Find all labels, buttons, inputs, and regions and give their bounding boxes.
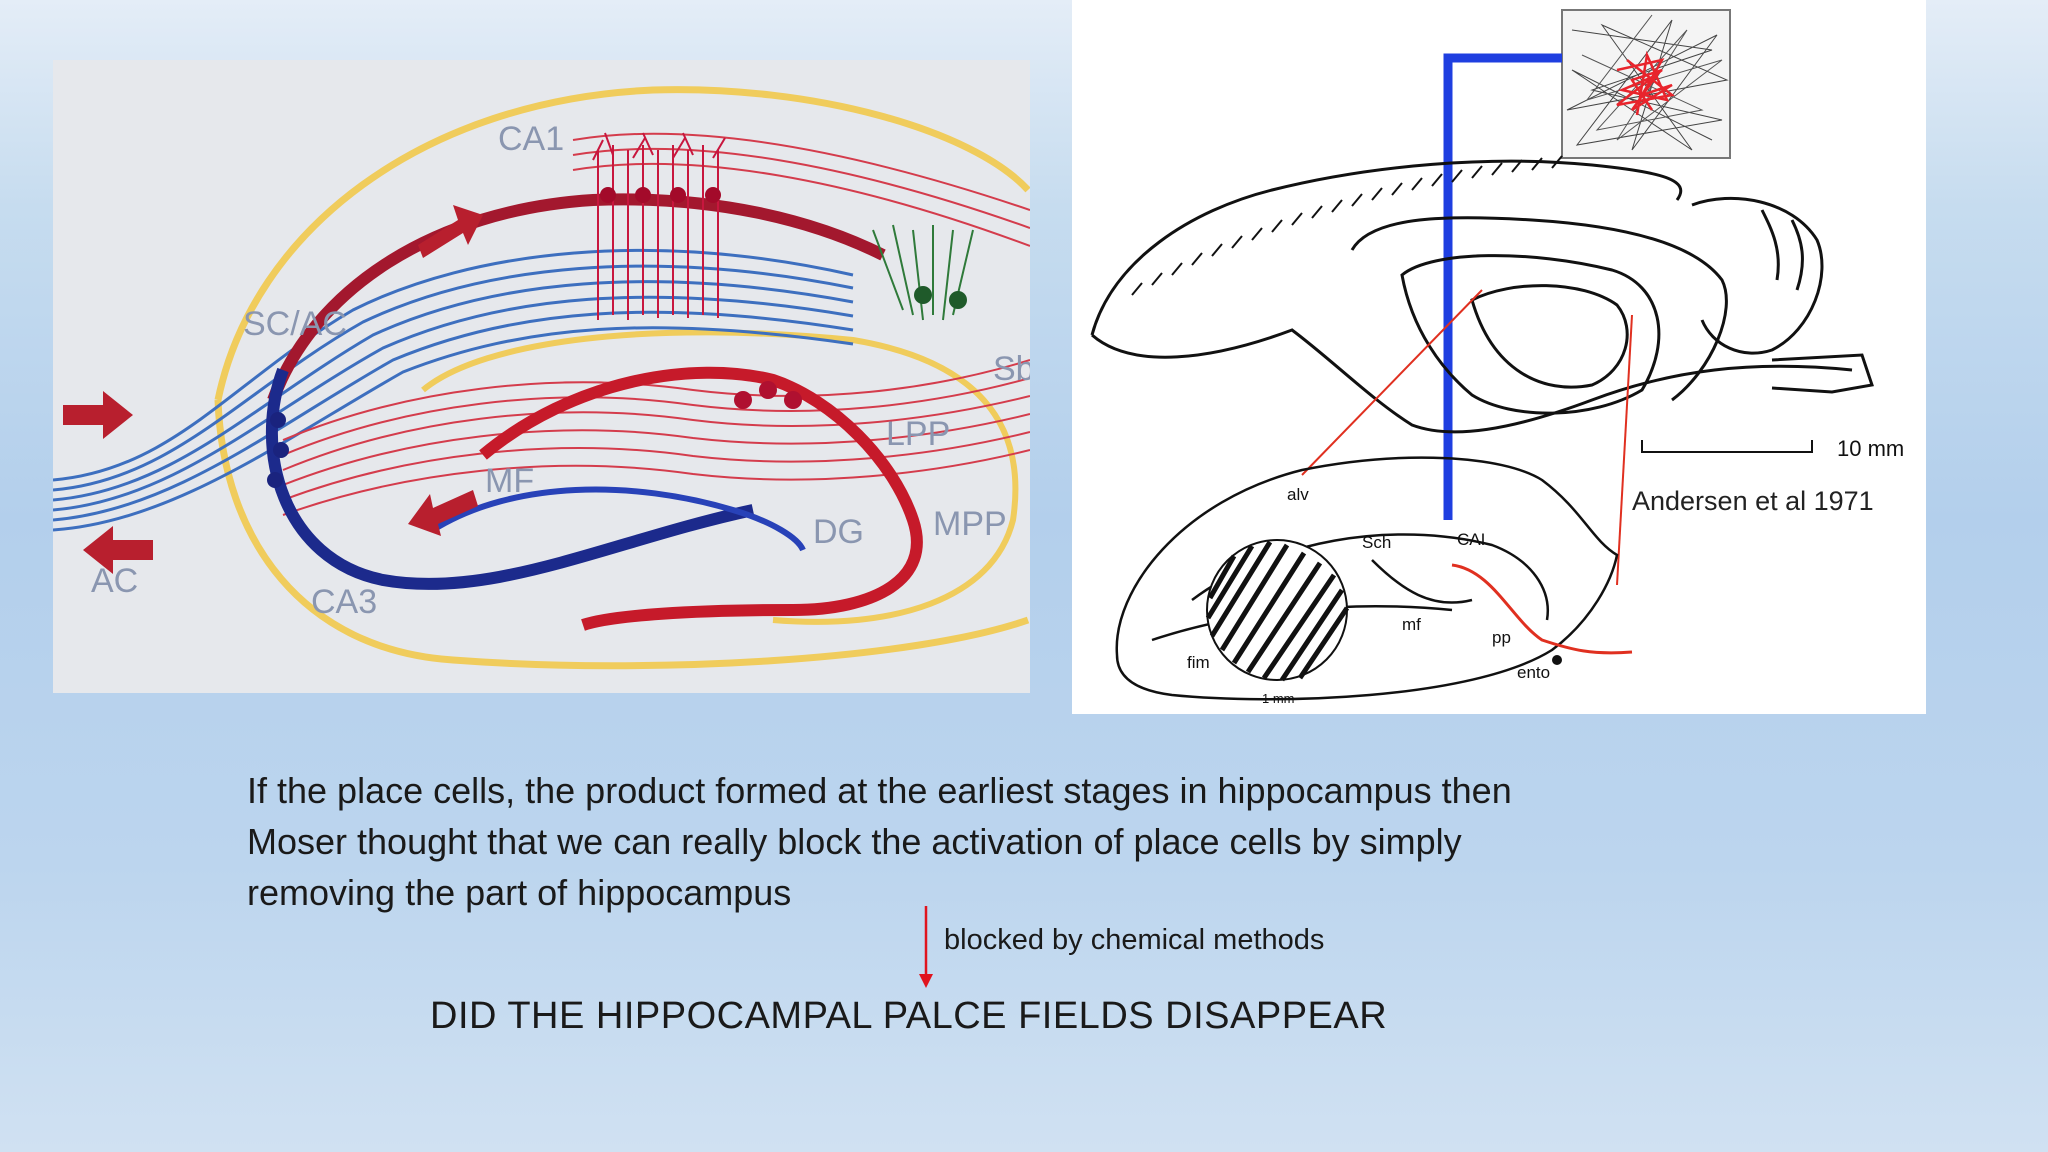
- caption-line-3: removing the part of hippocampus: [247, 872, 792, 913]
- slice-label-pp: pp: [1492, 628, 1511, 647]
- place-field-trajectory: [1561, 9, 1731, 159]
- arrow-left-out: [83, 526, 153, 574]
- citation: Andersen et al 1971: [1632, 486, 1874, 516]
- mpp-blue: [431, 486, 806, 552]
- arrow-mf: [408, 490, 478, 536]
- caption-text: If the place cells, the product formed a…: [247, 765, 1747, 918]
- scale-label: 10 mm: [1837, 436, 1904, 461]
- dg-layer: [479, 366, 923, 631]
- slice-connector-right: [1616, 314, 1633, 586]
- subiculum-cells: [872, 224, 974, 321]
- question-heading: DID THE HIPPOCAMPAL PALCE FIELDS DISAPPE…: [430, 995, 1388, 1037]
- brain-hatching: [1131, 155, 1563, 296]
- label-sc-ac: SC/AC: [243, 305, 347, 343]
- slice-label-ento: ento: [1517, 663, 1550, 682]
- caption-line-2: Moser thought that we can really block t…: [247, 821, 1462, 862]
- hippocampal-circuit-diagram: CA1 SC/AC Sb LPP MPP MF DG AC CA3: [53, 60, 1030, 693]
- label-ac: AC: [91, 562, 138, 600]
- ca1-pyramidal-cells: [592, 132, 726, 320]
- slice-label-alv: alv: [1287, 485, 1309, 504]
- ca1-layer: [267, 193, 886, 403]
- label-mf: MF: [485, 462, 534, 500]
- label-ca3: CA3: [311, 583, 377, 621]
- slice-label-fim: fim: [1187, 653, 1210, 672]
- label-sb: Sb: [993, 350, 1030, 388]
- arrow-ca1: [418, 205, 483, 258]
- slice-label-mf: mf: [1402, 615, 1421, 634]
- ca3-fibers: [282, 132, 1030, 516]
- ca3-cells: [267, 412, 289, 488]
- electrode-connector: [1443, 53, 1562, 520]
- arrow-note: blocked by chemical methods: [944, 924, 1325, 956]
- label-mpp: MPP: [933, 505, 1007, 543]
- caption-line-1: If the place cells, the product formed a…: [247, 770, 1512, 811]
- slice-label-ca1: CAI: [1457, 530, 1485, 549]
- hippocampus-outline-lower: [214, 399, 1030, 670]
- arrow-left-in: [63, 391, 133, 439]
- slice-label-mm: 1 mm: [1262, 691, 1295, 706]
- schaffer-fibers: [53, 249, 854, 532]
- dg-outline: [421, 329, 1019, 625]
- pathway-red: [1451, 563, 1633, 655]
- label-lpp: LPP: [886, 415, 950, 453]
- place-field-cluster: [1616, 50, 1675, 116]
- scale-bar: [1641, 440, 1813, 453]
- label-ca1: CA1: [498, 120, 564, 158]
- slice-connector-left: [1301, 289, 1483, 476]
- ca3-layer: [265, 367, 755, 590]
- dg-granule-cells: [734, 381, 802, 409]
- hippocampus-outline: [214, 86, 1030, 401]
- down-arrow-icon: [919, 906, 933, 988]
- rat-brain-drawing: 10 mm Andersen et al 1971 alv CAI Sch mf…: [1072, 0, 1926, 714]
- slice-label-sch: Sch: [1362, 533, 1391, 552]
- lesion-hatching: [1205, 540, 1350, 682]
- brain-outline: [1090, 159, 1874, 434]
- label-dg: DG: [813, 513, 864, 551]
